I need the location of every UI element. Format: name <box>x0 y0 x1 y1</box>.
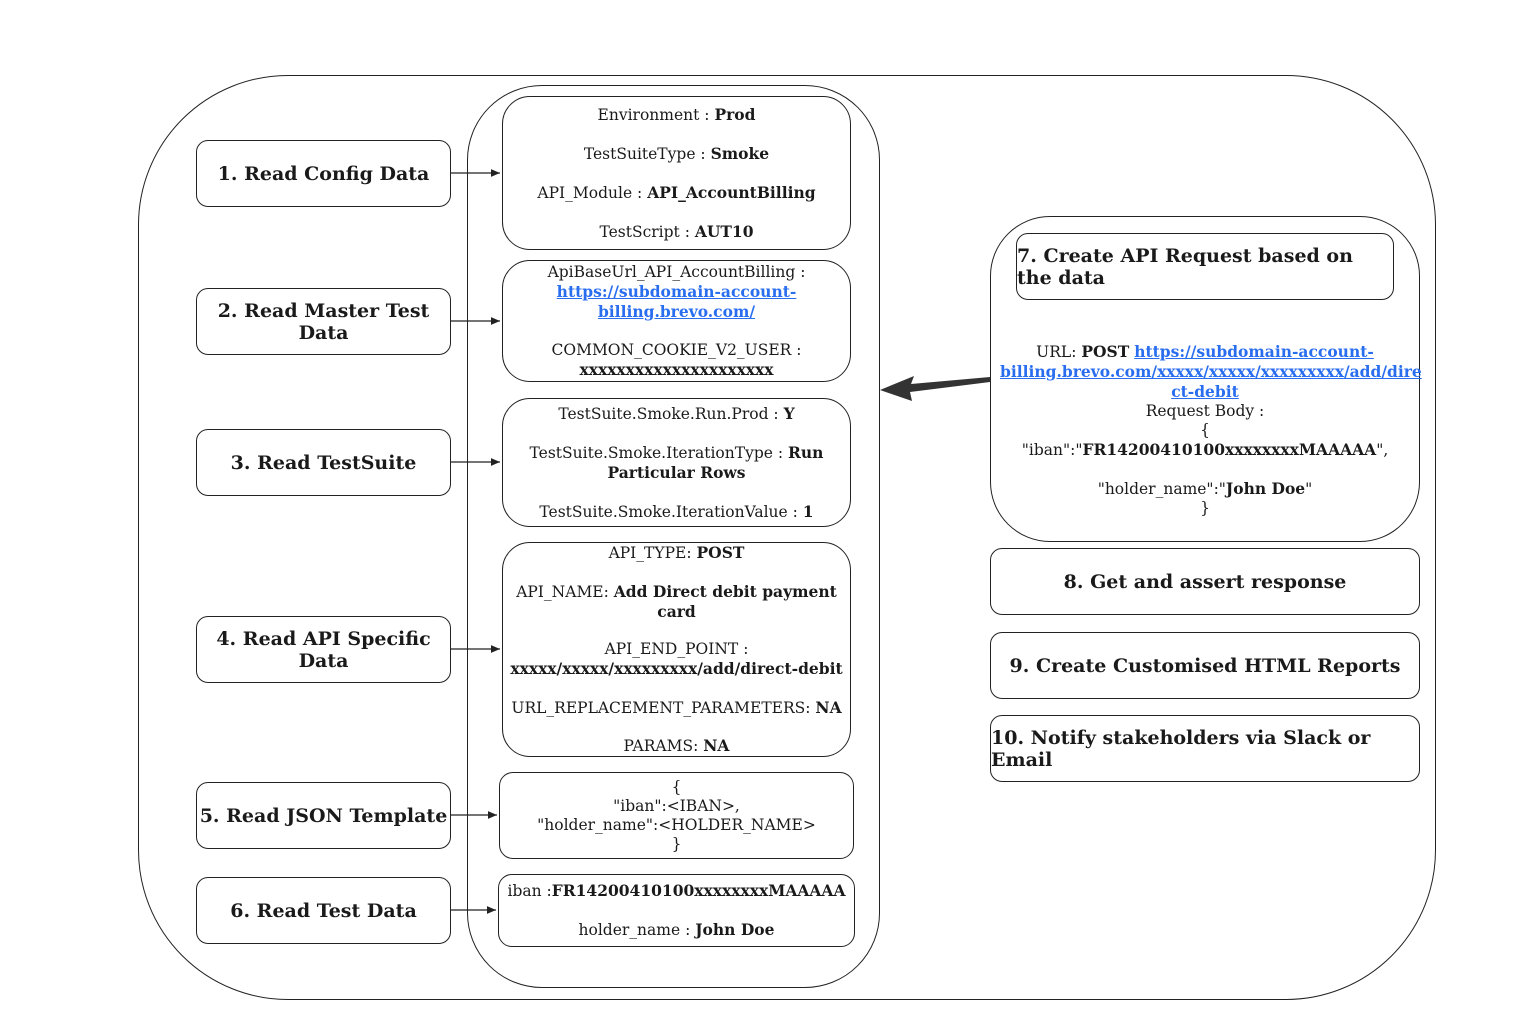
master-data-box: ApiBaseUrl_API_AccountBilling : https://… <box>502 260 851 382</box>
step-read-config: 1. Read Config Data <box>196 140 451 207</box>
step-create-api-request: 7. Create API Request based on the data <box>1016 233 1394 300</box>
config-data-box: Environment : Prod TestSuiteType : Smoke… <box>502 96 851 250</box>
testsuite-data-box: TestSuite.Smoke.Run.Prod : Y TestSuite.S… <box>502 398 851 527</box>
arrow-request-to-data <box>880 376 990 401</box>
api-request-details: URL: POST https://subdomain-account- bil… <box>1000 342 1422 517</box>
step-html-reports: 9. Create Customised HTML Reports <box>990 632 1420 699</box>
api-data-box: API_TYPE: POST API_NAME: Add Direct debi… <box>502 542 851 757</box>
base-url-link[interactable]: https://subdomain-account- <box>556 281 797 301</box>
request-url-link-end[interactable]: ct-debit <box>1171 382 1239 401</box>
json-template-box: { "iban":<IBAN>, "holder_name":<HOLDER_N… <box>499 772 854 859</box>
request-url-link[interactable]: https://subdomain-account- <box>1134 342 1374 361</box>
step-read-test-data: 6. Read Test Data <box>196 877 451 944</box>
step-read-json-template: 5. Read JSON Template <box>196 782 451 849</box>
base-url-link-cont[interactable]: billing.brevo.com/ <box>597 301 756 321</box>
request-url-link-cont[interactable]: billing.brevo.com/xxxxx/xxxxx/xxxxxxxxx/… <box>1000 362 1422 381</box>
step-notify-stakeholders: 10. Notify stakeholders via Slack or Ema… <box>990 715 1420 782</box>
step-read-testsuite: 3. Read TestSuite <box>196 429 451 496</box>
step-read-api-data: 4. Read API Specific Data <box>196 616 451 683</box>
step-read-master-data: 2. Read Master Test Data <box>196 288 451 355</box>
test-data-box: iban :FR14200410100xxxxxxxxMAAAAA holder… <box>498 874 855 947</box>
step-assert-response: 8. Get and assert response <box>990 548 1420 615</box>
